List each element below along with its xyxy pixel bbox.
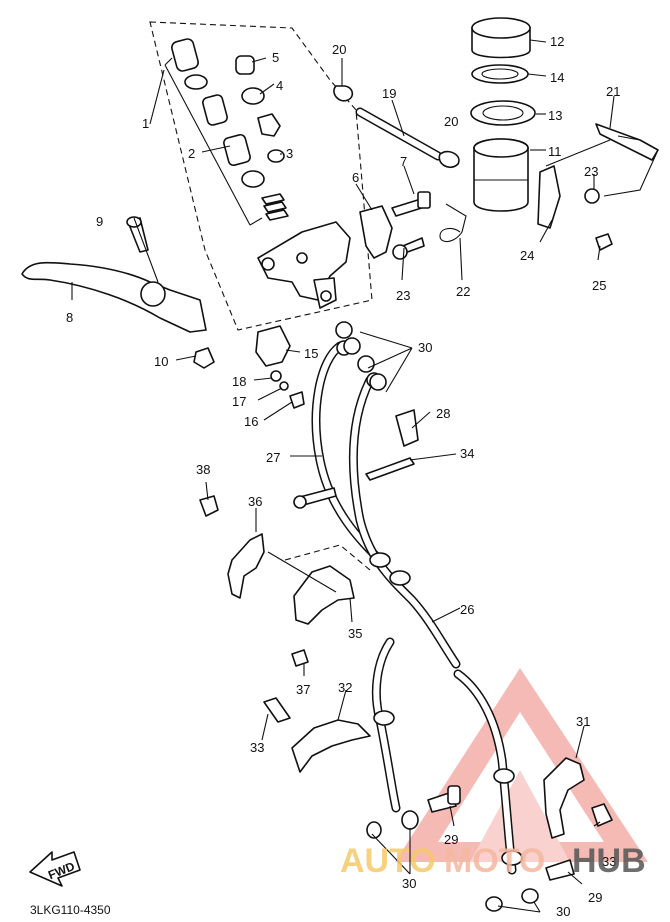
callout: 35: [348, 626, 362, 641]
callout: 4: [276, 78, 283, 93]
callout: 29: [588, 890, 602, 905]
callout: 32: [338, 680, 352, 695]
callout: 31: [576, 714, 590, 729]
callout: 18: [232, 374, 246, 389]
hose-brackets: [227, 533, 585, 839]
watermark-auto: AUTO: [340, 842, 436, 880]
callout: 23: [396, 288, 410, 303]
callout: 30: [418, 340, 432, 355]
callout: 26: [460, 602, 474, 617]
watermark-logo: [395, 668, 648, 862]
callout: 2: [188, 146, 195, 161]
callout: 27: [266, 450, 280, 465]
lever-assembly: [21, 216, 215, 369]
callout: 11: [548, 144, 562, 159]
callout: 30: [402, 876, 416, 891]
master-cylinder-group-outline: [149, 21, 373, 331]
master-cylinder-body: [257, 205, 393, 309]
callout: 38: [196, 462, 210, 477]
callout: 5: [272, 50, 279, 65]
callout: 13: [548, 108, 562, 123]
callout: 17: [232, 394, 246, 409]
piston-kit: [164, 38, 289, 226]
reservoir-hose: [333, 85, 460, 169]
callout: 22: [456, 284, 470, 299]
callout: 30: [556, 904, 570, 919]
banjo-fittings: [335, 321, 575, 912]
callout: 34: [460, 446, 474, 461]
callout: 23: [584, 164, 598, 179]
callout: 33: [602, 854, 616, 869]
callout: 21: [606, 84, 620, 99]
callout: 20: [444, 114, 458, 129]
bracket-bolts: [199, 495, 613, 827]
watermark-moto: MOTO: [444, 842, 545, 880]
callout: 19: [382, 86, 396, 101]
leader-lines: [71, 39, 615, 913]
bracket-group-outline: [284, 544, 371, 571]
callout: 28: [436, 406, 450, 421]
watermark-triangle: [395, 668, 648, 862]
callout: 6: [352, 170, 359, 185]
callout: 24: [520, 248, 534, 263]
callout: 36: [248, 494, 262, 509]
callout: 15: [304, 346, 318, 361]
catalog-code: 3LKG110-4350: [30, 903, 111, 917]
brake-hoses: [311, 340, 523, 875]
callout: 3: [286, 146, 293, 161]
callout: 7: [400, 154, 407, 169]
reservoir-fasteners: [391, 123, 659, 260]
reservoir-assembly: [470, 17, 536, 212]
callout: 10: [154, 354, 168, 369]
callout: 33: [250, 740, 264, 755]
callout: 25: [592, 278, 606, 293]
callout-labels: 1 2 3 4 5 6 7 8 9 10 11 12 13 14 15 16 1…: [66, 34, 620, 919]
watermark-text: AUTO MOTO HUB: [340, 842, 646, 880]
callout: 14: [550, 70, 564, 85]
forward-direction-marker: FWD: [29, 851, 81, 887]
callout: 9: [96, 214, 103, 229]
watermark-hub: HUB: [572, 842, 646, 880]
callout: 29: [444, 832, 458, 847]
brake-switch: [255, 325, 305, 409]
callout: 37: [296, 682, 310, 697]
callout: 8: [66, 310, 73, 325]
hose-guide: [293, 457, 415, 509]
callout: 12: [550, 34, 564, 49]
callout: 16: [244, 414, 258, 429]
small-parts-4-5: [235, 55, 285, 163]
callout: 20: [332, 42, 346, 57]
callout: 1: [142, 116, 149, 131]
